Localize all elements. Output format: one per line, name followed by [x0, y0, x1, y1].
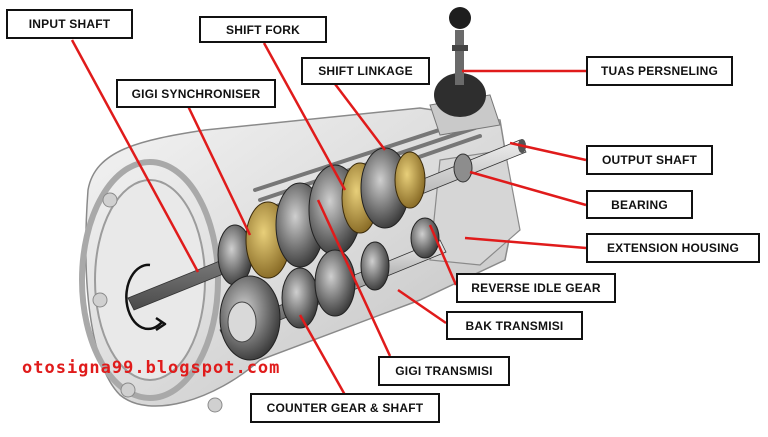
leader-shift-fork	[262, 42, 347, 191]
leader-gigi-synchroniser	[186, 105, 252, 236]
leader-lines	[70, 39, 587, 396]
label-counter-gear-shaft: COUNTER GEAR & SHAFT	[250, 393, 440, 423]
label-gigi-transmisi: GIGI TRANSMISI	[378, 356, 510, 386]
leader-gigi-transmisi	[316, 199, 392, 357]
gear-lever	[429, 7, 501, 136]
leader-extension-housing	[464, 236, 587, 250]
leader-output-shaft	[509, 141, 587, 162]
label-shift-linkage: SHIFT LINKAGE	[301, 57, 430, 85]
leader-counter-gear	[298, 314, 347, 396]
label-bearing: BEARING	[586, 190, 693, 219]
main-gears	[217, 147, 426, 286]
leader-bak-transmisi	[397, 288, 447, 325]
rotation-arrow-icon	[125, 263, 167, 332]
leader-reverse-idle-gear	[428, 224, 458, 286]
label-shift-fork: SHIFT FORK	[199, 16, 327, 43]
label-output-shaft: OUTPUT SHAFT	[586, 145, 713, 175]
leader-shift-linkage	[334, 83, 386, 151]
label-reverse-idle-gear: REVERSE IDLE GEAR	[456, 273, 616, 303]
label-extension-housing: EXTENSION HOUSING	[586, 233, 760, 263]
leader-input-shaft	[70, 39, 200, 273]
label-gigi-synchroniser: GIGI SYNCHRONISER	[116, 79, 276, 108]
leader-bearing	[469, 170, 587, 207]
label-bak-transmisi: BAK TRANSMISI	[446, 311, 583, 340]
watermark-text: otosigna99.blogspot.com	[22, 358, 281, 378]
label-tuas-persneling: TUAS PERSNELING	[586, 56, 733, 86]
counter-shaft	[219, 217, 447, 361]
label-input-shaft: INPUT SHAFT	[6, 9, 133, 39]
